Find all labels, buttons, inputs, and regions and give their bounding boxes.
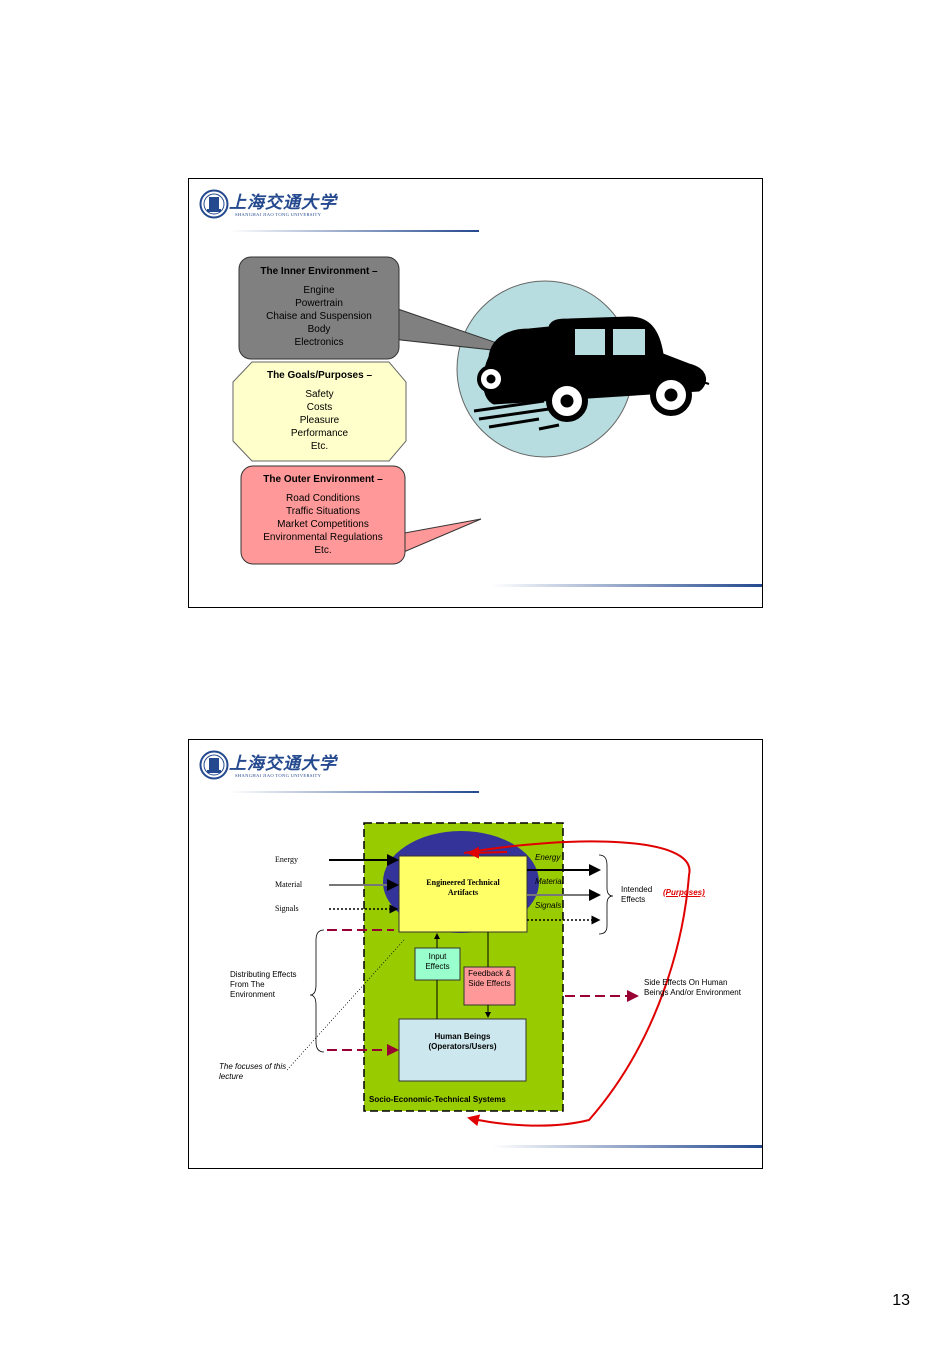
outer-callout-pointer [398,518,482,555]
inner-item: Chaise and Suspension [266,311,372,322]
human-box [398,1018,527,1082]
goals-item: Pleasure [299,415,340,426]
goals-item: Safety [305,389,334,400]
university-logo-icon [199,750,229,780]
focus-note: The focuses of this lecture [219,1062,287,1081]
outer-title: The Outer Environment – [263,474,383,485]
side-effects-label: Side Effects On Human Beings And/or Envi… [644,978,741,997]
footer-rule [492,584,762,587]
artifact-label: Engineered Technical Artifacts [426,878,500,897]
distributing-label: Distributing Effects From The Environmen… [230,970,297,999]
inner-title: The Inner Environment – [260,266,378,277]
input-label-material: Material [275,880,303,889]
footer-rule [492,1145,762,1148]
header-rule [229,230,479,232]
outer-item: Traffic Situations [286,506,360,517]
goals-title: The Goals/Purposes – [266,370,373,381]
outer-box [240,465,406,565]
university-name-cn: 上海交通大学 [229,754,337,774]
goals-box [232,361,407,462]
outer-environment-text: The Outer Environment – Road Conditions … [241,473,405,557]
output-label-material: Material [535,877,564,886]
feedback-label: Feedback & Side Effects [468,969,511,988]
outer-item: Market Competitions [277,519,369,530]
system-diagram-shapes [286,822,691,1127]
university-name-en: SHANGHAI JIAO TONG UNIVERSITY [235,773,322,778]
inner-item: Engine [303,285,335,296]
outer-item: Etc. [314,545,332,556]
goals-item: Etc. [310,441,329,452]
car-icon [473,316,710,431]
outer-item: Road Conditions [286,493,360,504]
inner-environment-text: The Inner Environment – Engine Powertrai… [239,265,399,349]
output-label-energy: Energy [535,853,561,862]
slide-socio-technical-system: 上海交通大学 SHANGHAI JIAO TONG UNIVERSITY [188,739,763,1169]
page-number: 13 [892,1292,910,1309]
human-label: Human Beings (Operators/Users) [428,1032,497,1051]
inner-box [238,256,400,360]
university-logo-icon [199,189,229,219]
goals-item: Performance [290,428,349,439]
input-effects-box [414,947,461,981]
header-rule [229,791,479,793]
output-label-signals: Signals [535,901,562,910]
goals-item: Costs [306,402,333,413]
purposes-label: (Purposes) [663,888,705,897]
system-label: Socio-Economic-Technical Systems [369,1095,506,1104]
goals-text: The Goals/Purposes – Safety Costs Pleasu… [233,369,406,453]
inner-item: Body [307,324,331,335]
car-diagram-shapes [232,256,710,565]
intended-effects-label: Intended Effects [621,885,653,904]
input-effects-label: Input Effects [425,952,450,971]
outer-item: Environmental Regulations [263,532,383,543]
input-label-signals: Signals [275,904,299,913]
inner-item: Electronics [294,337,344,348]
inner-item: Powertrain [295,298,343,309]
feedback-box [463,966,516,1006]
slide-car-environments: 上海交通大学 SHANGHAI JIAO TONG UNIVERSITY [188,178,763,608]
artifact-box [398,855,528,933]
university-name-cn: 上海交通大学 [229,193,337,213]
university-name-en: SHANGHAI JIAO TONG UNIVERSITY [235,212,322,217]
input-label-energy: Energy [275,855,298,864]
